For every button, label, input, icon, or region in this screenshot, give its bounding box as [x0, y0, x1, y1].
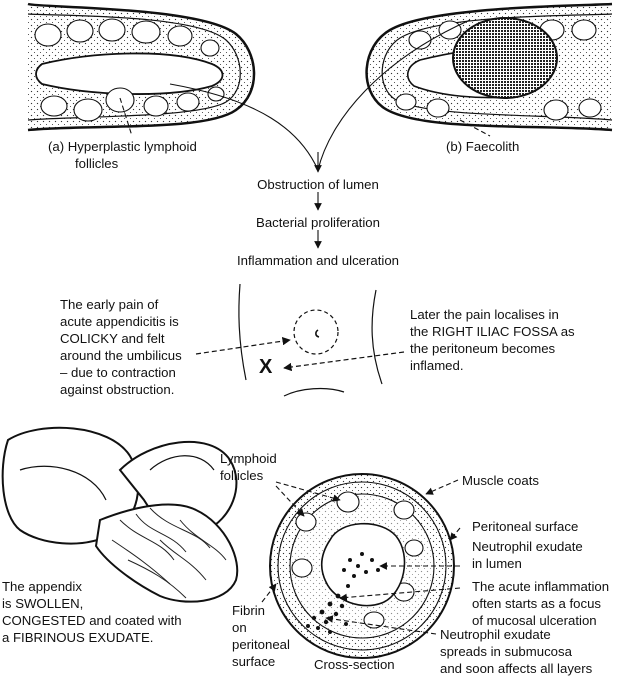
label-muscle-coats: Muscle coats [462, 473, 539, 488]
step-inflammation-ulceration: Inflammation and ulceration [236, 253, 399, 268]
step-bacterial-proliferation: Bacterial proliferation [256, 215, 380, 230]
cross-section-drawing [269, 473, 455, 659]
cross-section-title: Cross-section [314, 657, 395, 672]
abdomen-outline [195, 283, 405, 397]
appendix-faecolith-drawing [365, 2, 613, 132]
label-faecolith: (b) Faecolith [446, 139, 520, 154]
swollen-appendix-drawing [1, 426, 239, 603]
label-hyperplastic-follicles: (a) Hyperplastic lymphoid follicles [48, 139, 197, 171]
cross-section-pointers [261, 479, 461, 635]
appendix-follicles-drawing [27, 2, 256, 132]
label-peritoneal-surface: Peritoneal surface [472, 519, 579, 534]
step-obstruction: Obstruction of lumen [257, 177, 379, 192]
right-iliac-fossa-mark: X [259, 356, 273, 378]
connector-lines [119, 19, 491, 249]
